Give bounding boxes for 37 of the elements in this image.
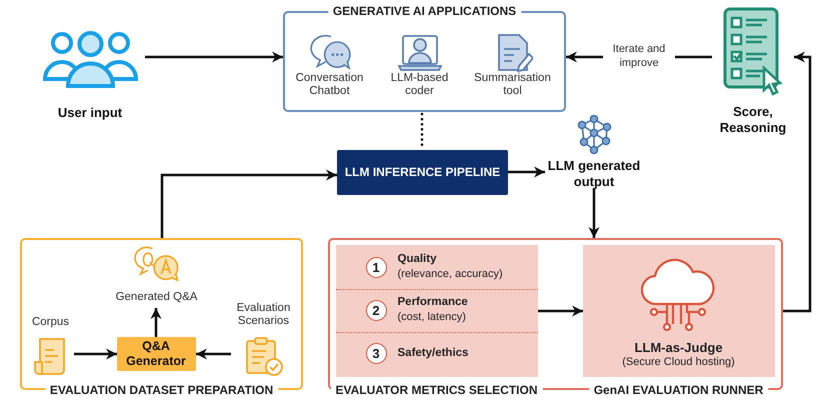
metric-detail: (relevance, accuracy) [398,268,503,280]
node-label: LLM generated output [546,158,642,190]
section-title: GenAI EVALUATION RUNNER [588,382,768,396]
item-label: Evaluation Scenarios [236,302,292,330]
step-number: 2 [366,300,386,321]
metric-name: Safety/ethics [398,346,468,358]
metric-name: Quality [398,252,436,264]
item-label: Summarisation tool [473,72,552,100]
arrow [538,306,583,316]
step-number: 3 [366,343,386,364]
step-number: 1 [366,257,386,278]
arrow [783,52,812,312]
arrow [196,348,231,360]
node-sublabel: (Secure Cloud hosting) [621,356,736,369]
arrow [588,188,600,238]
arrow [145,52,283,62]
item-label: Corpus [30,316,70,330]
node-label: Score, Reasoning [718,104,788,136]
arrow [74,348,117,360]
edge-label: Iterate and improve [603,42,675,72]
arrow [508,166,545,178]
metric-detail: (cost, latency) [398,310,466,322]
box-label: Q&A Generator [126,339,186,368]
arrow [160,170,337,238]
box-label: LLM INFERENCE PIPELINE [344,166,500,180]
item-label: LLM-based coder [390,72,450,100]
arrow [150,308,162,337]
section-title: EVALUATION DATASET PREPARATION [44,383,278,397]
section-title: EVALUATOR METRICS SELECTION [330,382,542,396]
process-box [116,336,196,370]
node-label: User input [56,105,124,121]
process-box [337,150,508,195]
item-label: Conversation Chatbot [294,72,364,100]
metric-name: Performance [398,296,468,308]
section-title: GENERATIVE AI APPLICATIONS [328,4,522,18]
item-label: Generated Q&A [114,290,198,304]
node-label: LLM-as-Judge [633,340,724,356]
